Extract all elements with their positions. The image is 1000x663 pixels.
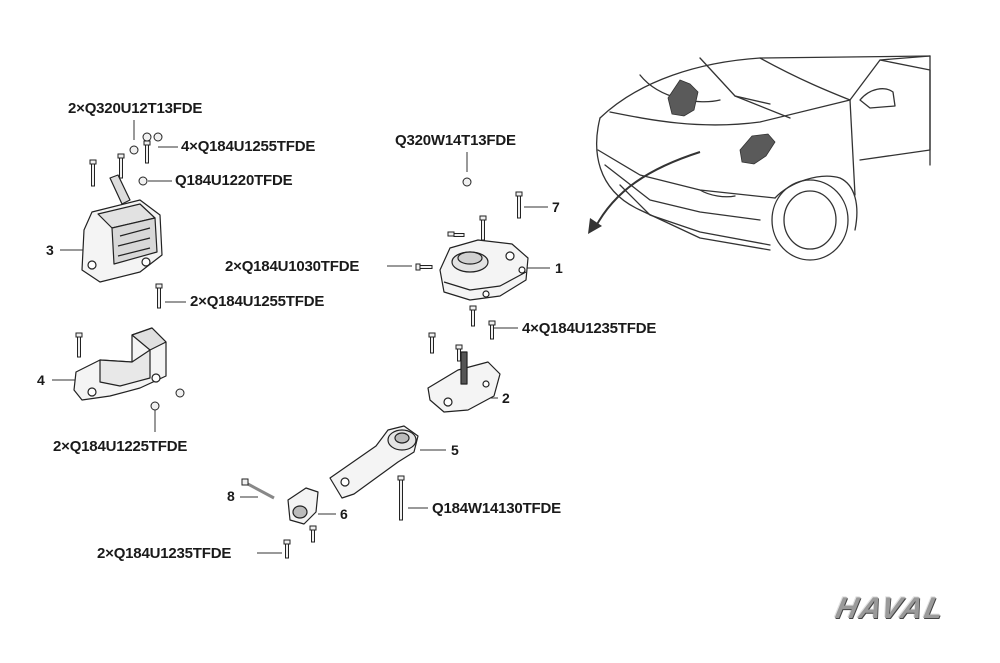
callout-8: 8 — [227, 488, 235, 504]
part-3-engine-mount — [81, 174, 163, 283]
label-q320u12t13fde: 2×Q320U12T13FDE — [68, 100, 203, 117]
label-q184u1235tfde-right: 4×Q184U1235TFDE — [522, 320, 657, 337]
location-arrow — [588, 151, 701, 234]
label-q184u1225tfde: 2×Q184U1225TFDE — [53, 438, 188, 455]
label-q184u1220tfde: Q184U1220TFDE — [175, 172, 293, 189]
part-4-bracket — [73, 327, 167, 401]
label-q184u1235tfde-bottom: 2×Q184U1235TFDE — [97, 545, 232, 562]
label-q184u1255tfde-top: 4×Q184U1255TFDE — [181, 138, 316, 155]
label-q184u1030tfde: 2×Q184U1030TFDE — [225, 258, 360, 275]
label-q184u1255tfde-mid: 2×Q184U1255TFDE — [190, 293, 325, 310]
engine-mount-highlight-left — [667, 79, 699, 117]
part-1-transmission-mount — [439, 239, 529, 301]
vehicle-outline — [596, 55, 931, 261]
callout-7: 7 — [552, 199, 560, 215]
part-6-small-bracket — [287, 487, 319, 525]
callout-5: 5 — [451, 442, 459, 458]
callout-4: 4 — [37, 372, 45, 388]
haval-logo: HAVAL — [832, 592, 949, 625]
fasteners — [75, 132, 523, 559]
callout-6: 6 — [340, 506, 348, 522]
engine-mount-highlight-right — [739, 133, 776, 165]
part-5-torque-rod — [329, 425, 419, 499]
label-q320w14t13fde: Q320W14T13FDE — [395, 132, 516, 149]
callout-3: 3 — [46, 242, 54, 258]
callout-2: 2 — [502, 390, 510, 406]
leader-lines — [52, 120, 550, 554]
callout-1: 1 — [555, 260, 563, 276]
label-q184w14130tfde: Q184W14130TFDE — [432, 500, 561, 517]
part-2-plate-bracket — [427, 351, 501, 413]
